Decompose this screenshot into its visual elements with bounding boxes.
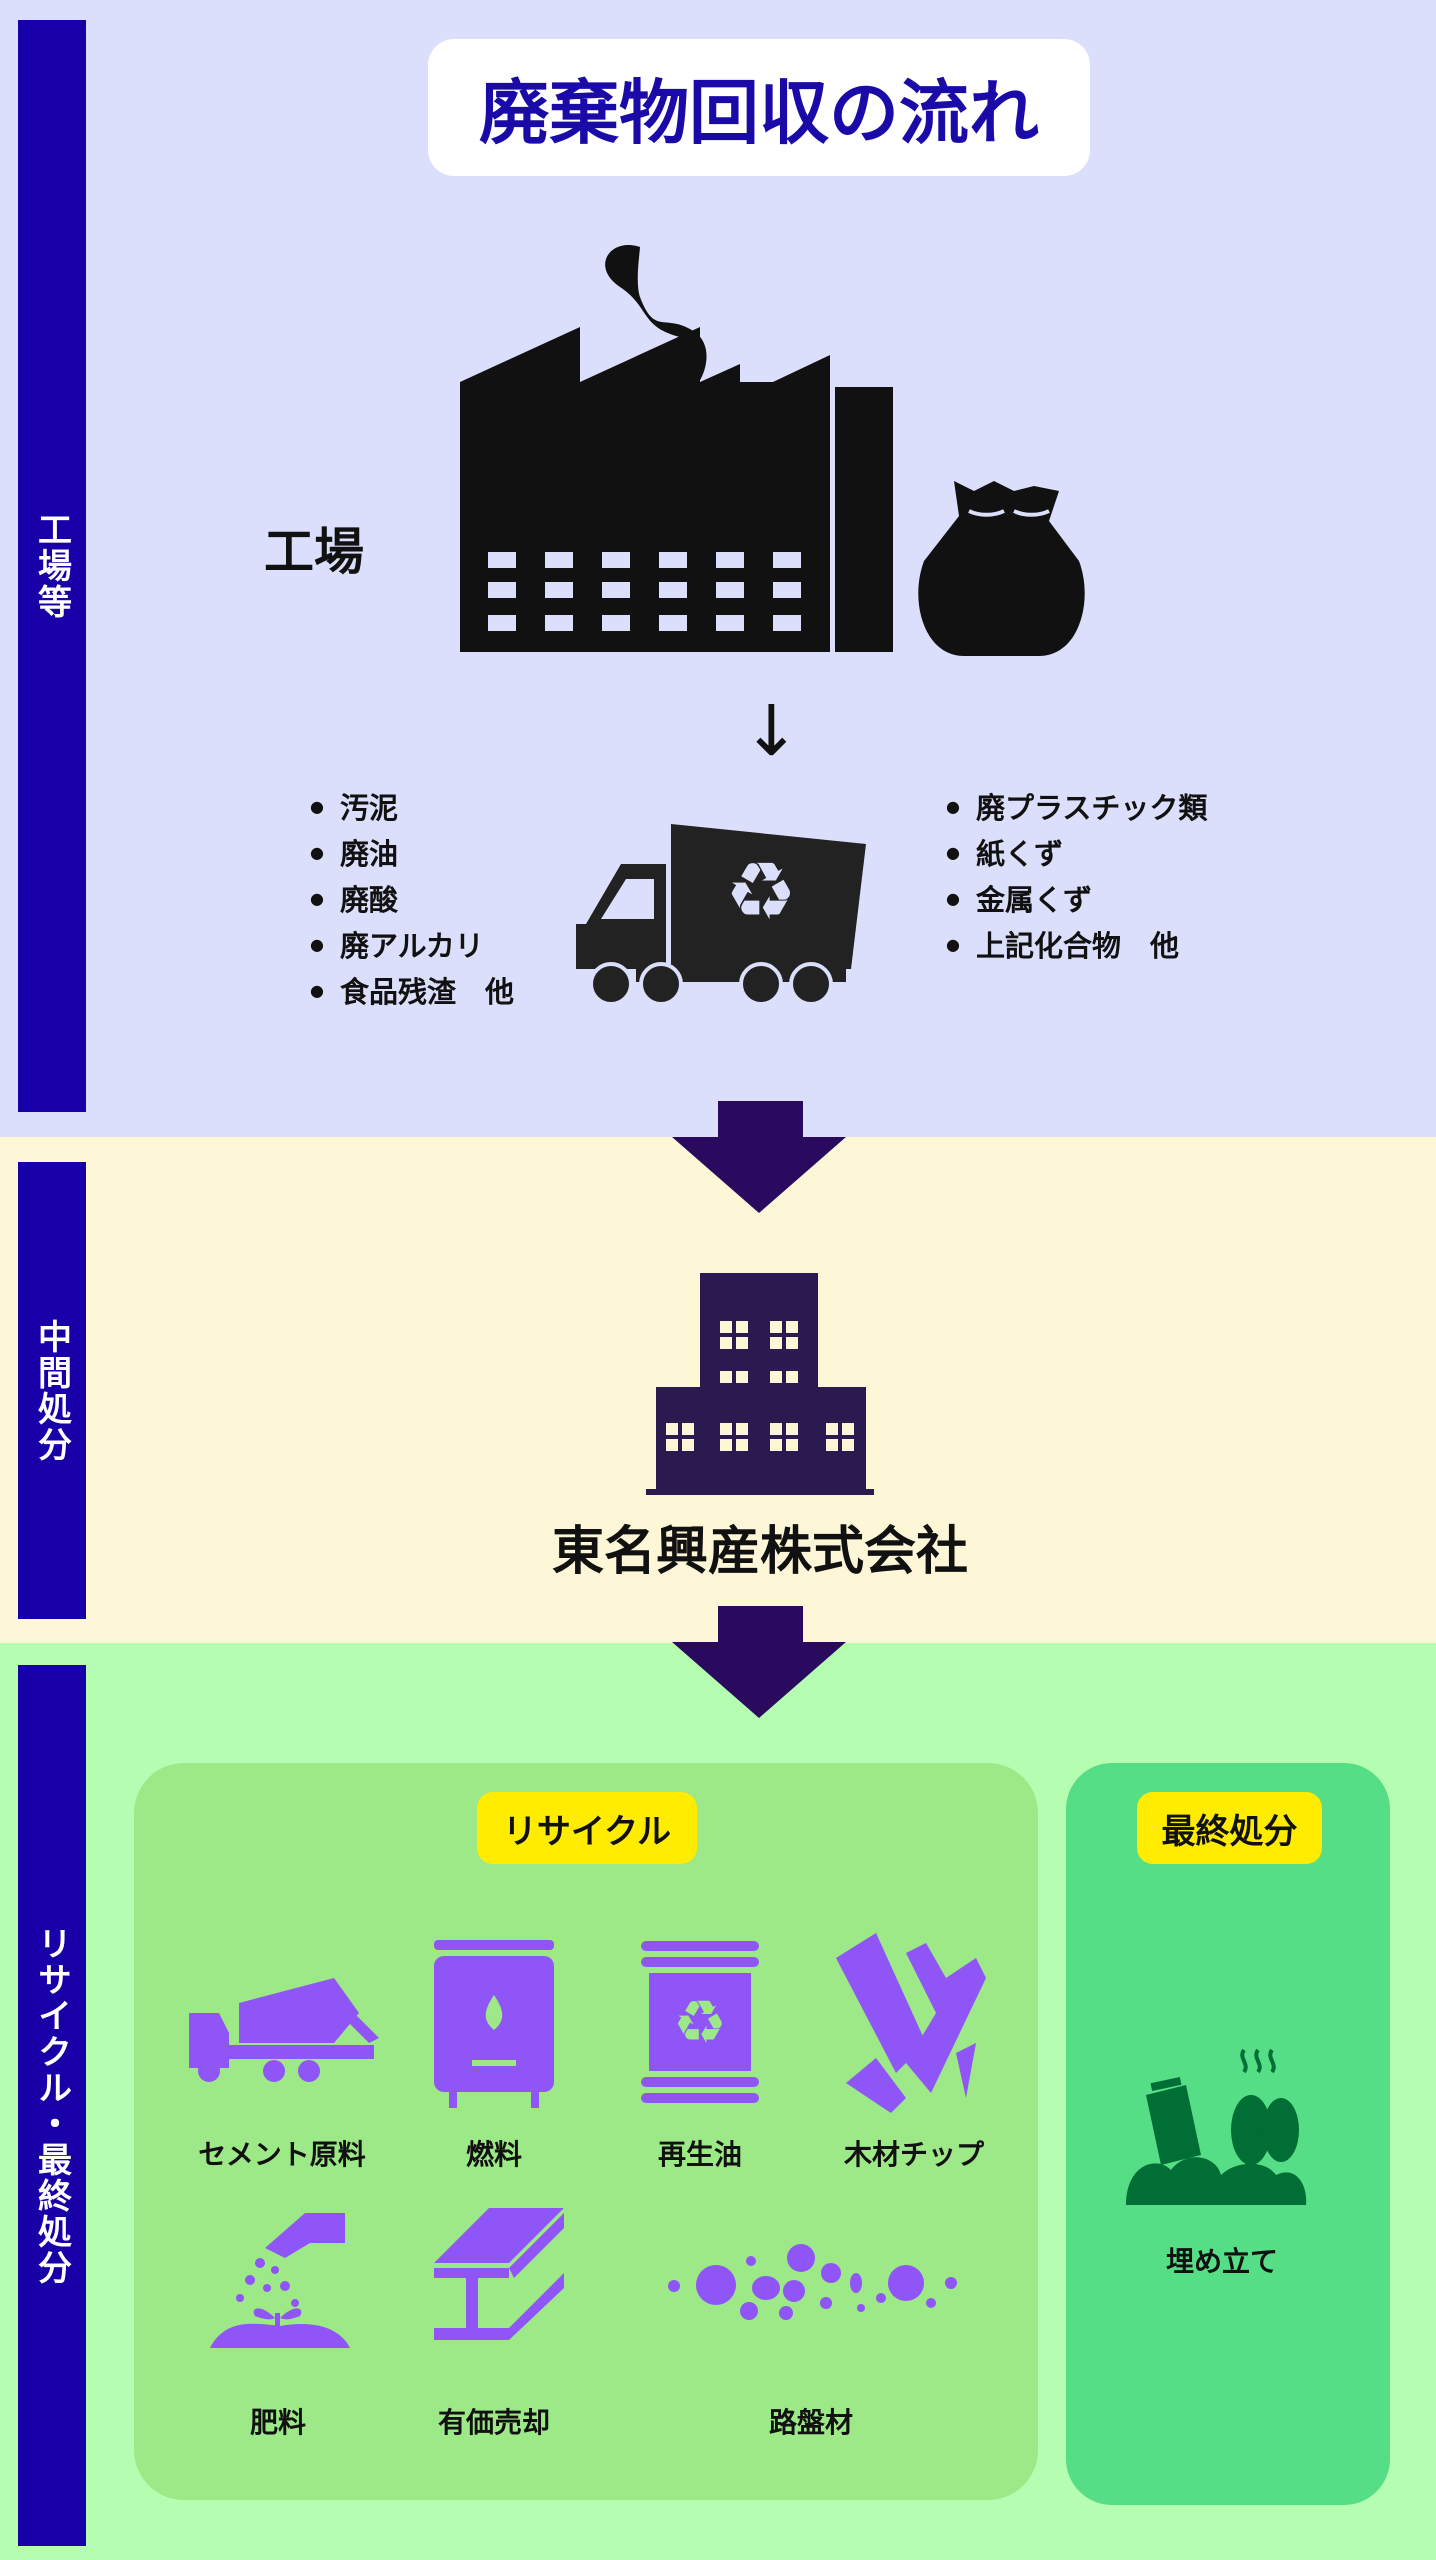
wood-chip-icon [836, 1933, 986, 2113]
recycle-item-label: 木材チップ [843, 2138, 985, 2171]
sidebar-label-factory: 工場等 [18, 20, 86, 1112]
sidebar-text: 工場等 [31, 512, 72, 620]
waste-item: 金属くず [946, 878, 1207, 924]
flow-arrow-down [672, 1606, 846, 1718]
recycle-panel [134, 1763, 1038, 2500]
flow-arrow-down [672, 1101, 846, 1213]
sidebar-label-intermediate: 中間処分 [18, 1162, 86, 1619]
recycle-tag: リサイクル [477, 1792, 697, 1864]
waste-item: 廃油 [310, 832, 514, 878]
sidebar-text: リサイクル・最終処分 [31, 1925, 72, 2286]
page-title: 廃棄物回収の流れ [479, 72, 1039, 154]
waste-list-left: 汚泥 廃油 廃酸 廃アルカリ 食品残渣 他 [310, 786, 514, 1016]
disposal-panel [1066, 1763, 1390, 2505]
waste-item: 食品残渣 他 [310, 970, 514, 1016]
company-name: 東名興産株式会社 [551, 1522, 968, 1582]
building-icon [646, 1273, 874, 1495]
section-final: リサイクル・最終処分 リサイクル 最終処分 ♻ セメント原料 燃料 再生油 木材… [0, 1643, 1436, 2560]
svg-text:♻: ♻ [725, 845, 797, 938]
recycle-item-label: セメント原料 [198, 2138, 366, 2171]
disposal-tag: 最終処分 [1137, 1792, 1322, 1864]
waste-item: 紙くず [946, 832, 1207, 878]
section-factory: 工場等 廃棄物回収の流れ 工場 ↓ 汚泥 廃油 廃酸 廃アルカリ 食品残渣 他 … [0, 0, 1436, 1137]
recycle-item-label: 再生油 [657, 2138, 743, 2171]
factory-icon [460, 245, 893, 652]
recycle-item-label: 肥料 [249, 2406, 307, 2439]
cement-mixer-icon [189, 1978, 379, 2082]
down-arrow: ↓ [742, 690, 801, 772]
disposal-item-label: 埋め立て [1165, 2245, 1279, 2278]
section-intermediate: 中間処分 東名興産株式会社 [0, 1137, 1436, 1643]
svg-text:♻: ♻ [673, 1988, 727, 2058]
recycle-item-label: 燃料 [465, 2138, 523, 2171]
recycle-item-label: 有価売却 [437, 2406, 551, 2439]
recycling-truck-icon: ♻ [576, 824, 866, 1006]
recycle-item-label: 路盤材 [768, 2406, 854, 2439]
roadbed-gravel-icon [668, 2244, 957, 2320]
landfill-icon [1126, 2048, 1307, 2205]
waste-list-right: 廃プラスチック類 紙くず 金属くず 上記化合物 他 [946, 786, 1207, 970]
waste-item: 廃プラスチック類 [946, 786, 1207, 832]
waste-item: 廃アルカリ [310, 924, 514, 970]
sidebar-text: 中間処分 [31, 1318, 72, 1463]
title-box: 廃棄物回収の流れ [428, 39, 1090, 176]
waste-item: 上記化合物 他 [946, 924, 1207, 970]
garbage-bag-icon [918, 481, 1085, 656]
fuel-tank-icon [434, 1940, 554, 2108]
factory-label: 工場 [264, 523, 364, 581]
steel-beam-icon [434, 2208, 564, 2340]
waste-item: 汚泥 [310, 786, 514, 832]
sidebar-label-final: リサイクル・最終処分 [18, 1665, 86, 2546]
fertilizer-icon [210, 2213, 350, 2348]
waste-item: 廃酸 [310, 878, 514, 924]
recycled-oil-drum-icon: ♻ [641, 1941, 759, 2103]
